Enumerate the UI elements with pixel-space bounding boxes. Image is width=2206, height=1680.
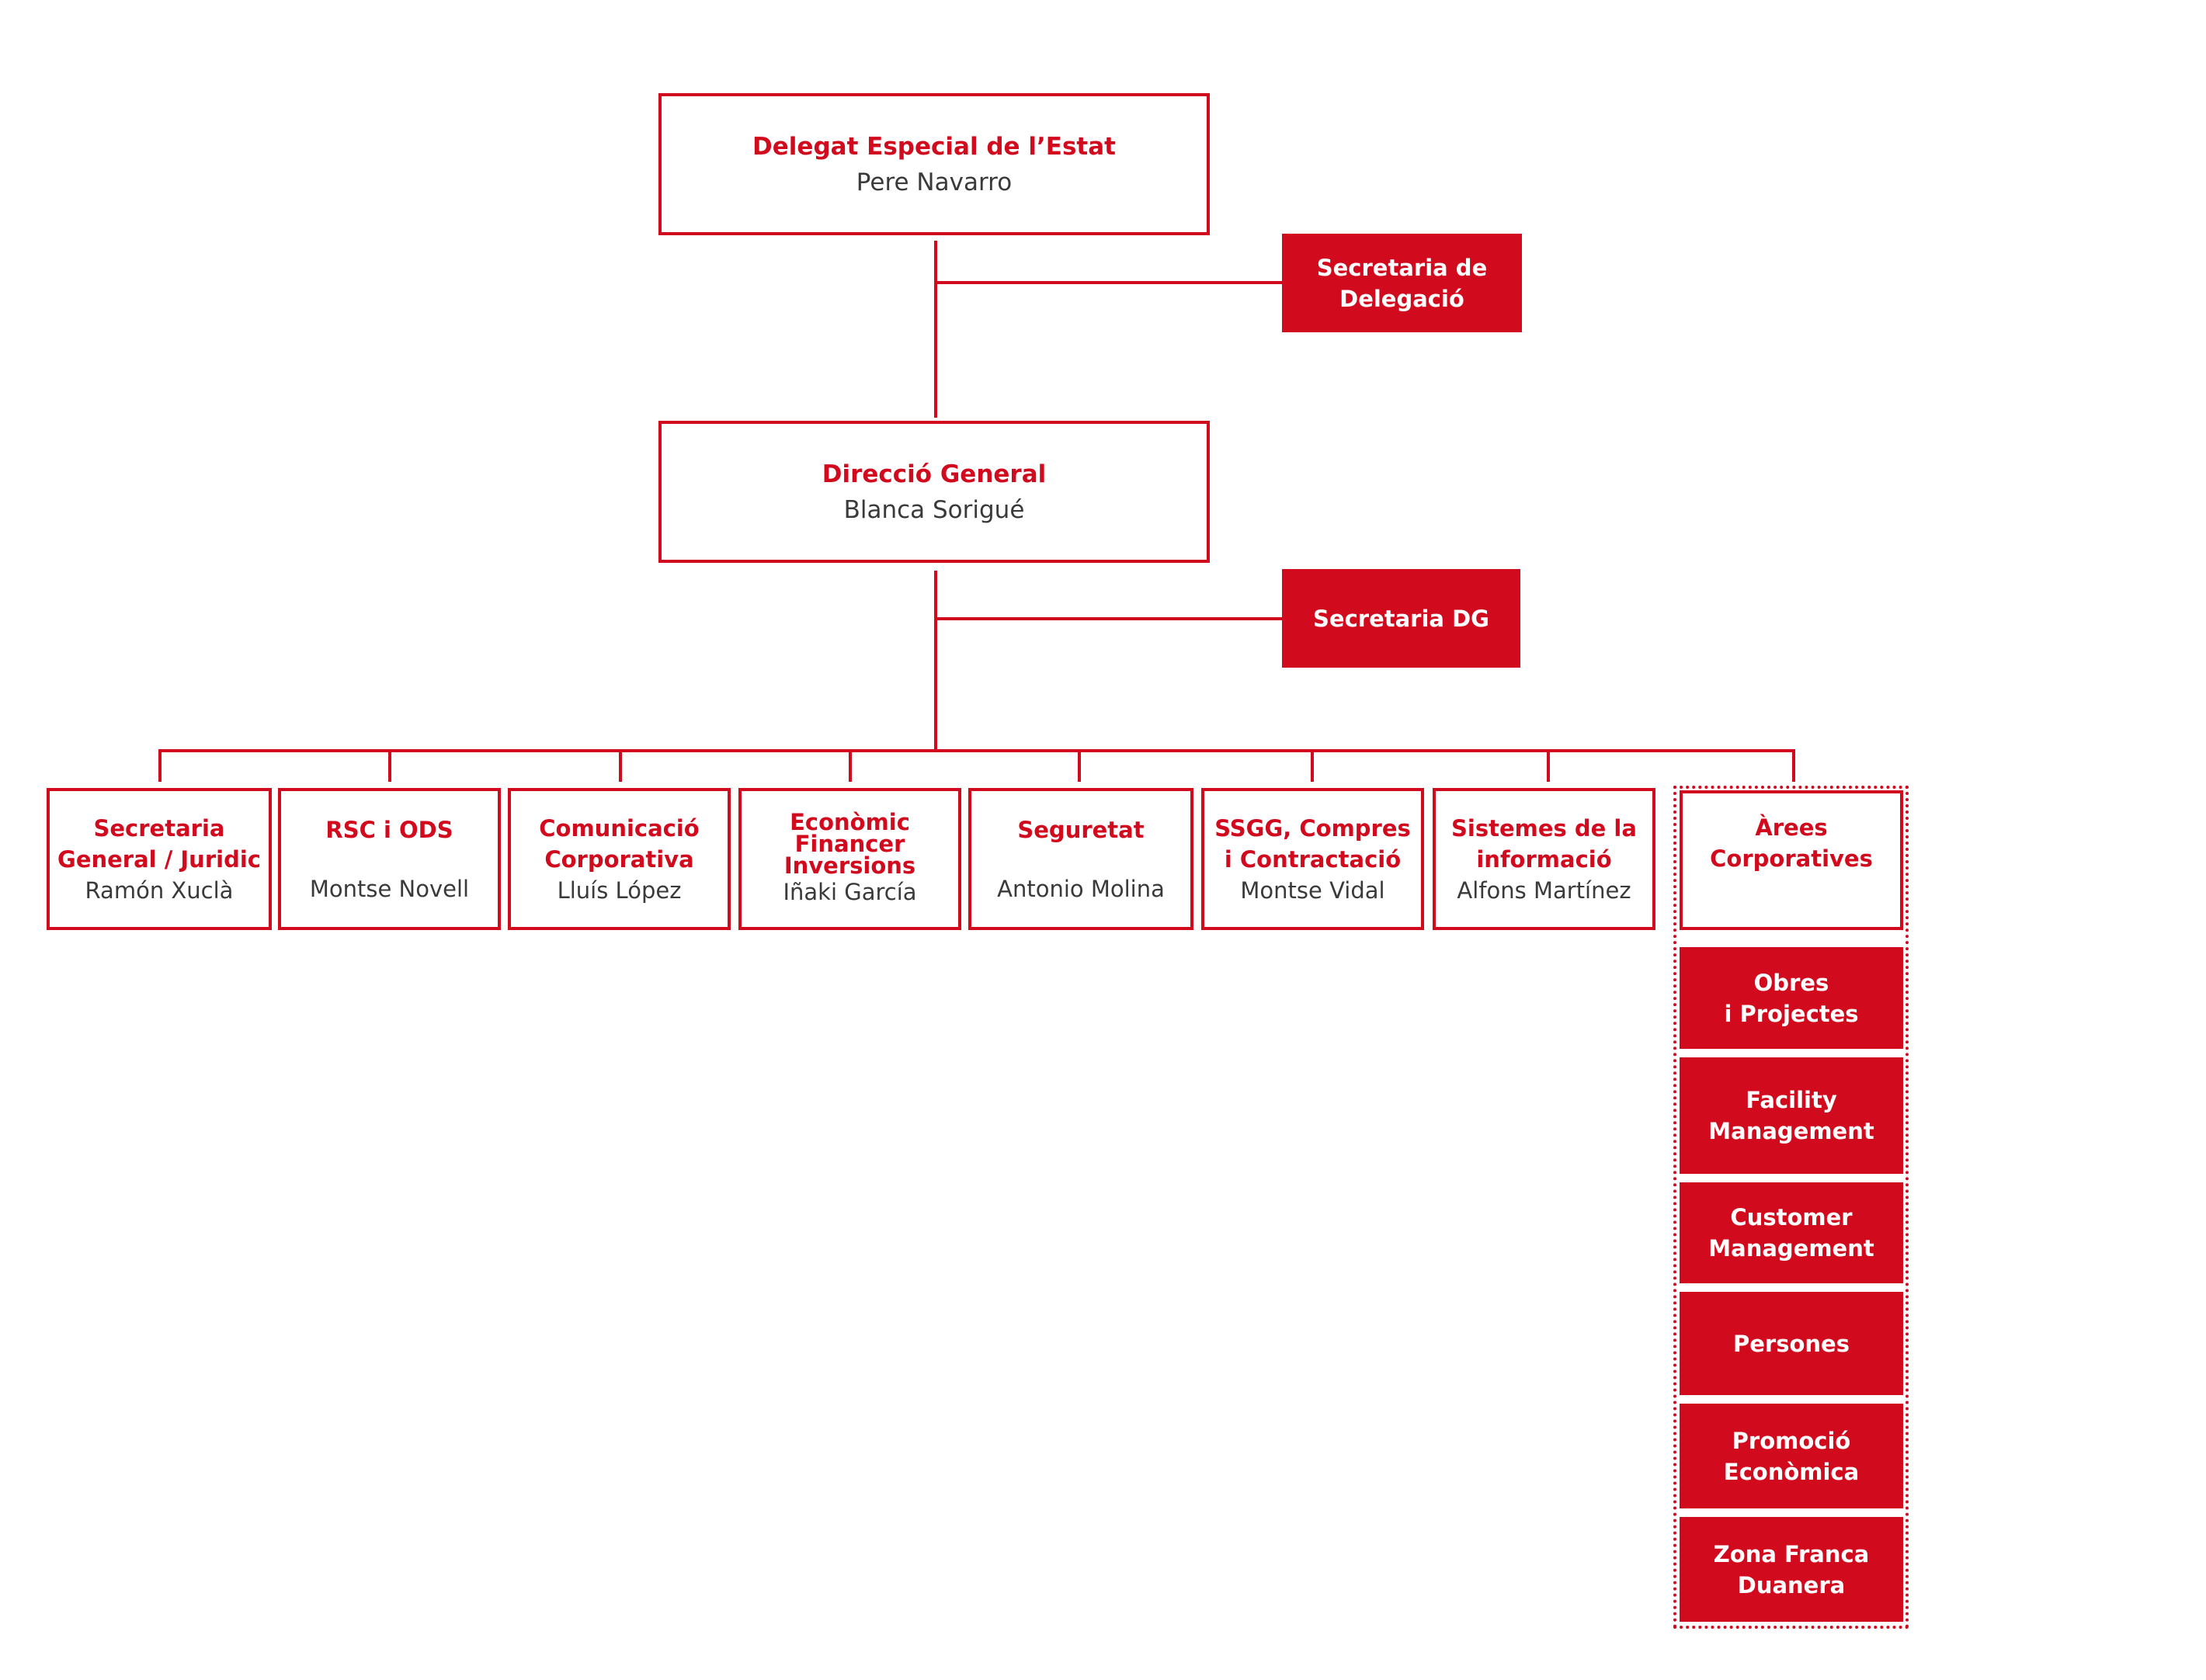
connector-drop (1547, 749, 1550, 782)
department-box: SSGG, Compres i Contractació Montse Vida… (1201, 788, 1424, 930)
direccio-name: Blanca Sorigué (843, 495, 1025, 524)
connector-dg-vertical (934, 571, 937, 751)
department-title: Comunicació Corporativa (539, 814, 700, 873)
department-box: Comunicació Corporativa Lluís López (508, 788, 731, 930)
area-item-label: Obres i Projectes (1724, 969, 1859, 1027)
department-title: Secretaria General / Juridic (57, 814, 261, 873)
delegat-title: Delegat Especial de l’Estat (752, 132, 1116, 161)
connector-secretaria-delegacio (934, 281, 1284, 284)
connector-horizontal-bus (158, 749, 1795, 752)
department-title: RSC i ODS (325, 816, 453, 843)
arees-corporatives-group (1673, 786, 1909, 1629)
department-box: Sistemes de la informació Alfons Martíne… (1433, 788, 1655, 930)
area-item-label: Promoció Econòmica (1723, 1427, 1860, 1485)
department-title: Sistemes de la informació (1451, 814, 1637, 873)
department-head: Alfons Martínez (1457, 876, 1631, 904)
secretaria-delegacio-label: Secretaria de Delegació (1316, 254, 1488, 312)
area-item-label: Customer Management (1708, 1204, 1874, 1262)
connector-drop (158, 749, 162, 782)
department-head: Montse Vidal (1240, 876, 1385, 904)
secretaria-dg-label: Secretaria DG (1313, 605, 1489, 632)
area-item-label: Persones (1733, 1330, 1850, 1357)
area-item: Obres i Projectes (1680, 947, 1903, 1049)
connector-secretaria-dg (934, 617, 1284, 620)
department-head: Montse Novell (309, 875, 470, 902)
connector-drop (1792, 749, 1795, 782)
secretaria-dg-box: Secretaria DG (1282, 569, 1520, 668)
area-item: Customer Management (1680, 1182, 1903, 1283)
connector-drop (1311, 749, 1314, 782)
secretaria-delegacio-box: Secretaria de Delegació (1282, 234, 1522, 332)
area-item: Zona Franca Duanera (1680, 1517, 1903, 1622)
connector-drop (388, 749, 391, 782)
department-head: Ramón Xuclà (85, 876, 234, 904)
area-item: Promoció Econòmica (1680, 1404, 1903, 1508)
department-head: Lluís López (557, 876, 682, 904)
department-box: Seguretat Antonio Molina (968, 788, 1193, 930)
department-box: RSC i ODS Montse Novell (278, 788, 501, 930)
department-head: Antonio Molina (997, 875, 1165, 902)
department-title: Seguretat (1017, 816, 1145, 843)
area-item: Persones (1680, 1292, 1903, 1395)
connector-drop (619, 749, 622, 782)
connector-drop (1078, 749, 1081, 782)
delegat-especial-box: Delegat Especial de l’Estat Pere Navarro (658, 93, 1210, 235)
area-item: Facility Management (1680, 1057, 1903, 1174)
department-head: Iñaki García (783, 878, 917, 905)
department-title: SSGG, Compres i Contractació (1214, 814, 1411, 873)
delegat-name: Pere Navarro (856, 168, 1013, 196)
area-item-label: Zona Franca Duanera (1713, 1540, 1870, 1598)
department-box: Secretaria General / Juridic Ramón Xuclà (47, 788, 272, 930)
department-box: Econòmic Financer Inversions Iñaki Garcí… (738, 788, 961, 930)
direccio-title: Direcció General (822, 460, 1047, 488)
direccio-general-box: Direcció General Blanca Sorigué (658, 421, 1210, 563)
department-title: Econòmic Financer Inversions (783, 808, 916, 879)
arees-corporatives-title: Àrees Corporatives (1710, 814, 1873, 872)
connector-drop (849, 749, 852, 782)
connector-top-vertical (934, 241, 937, 418)
area-item-label: Facility Management (1708, 1087, 1874, 1144)
arees-corporatives-box: Àrees Corporatives (1680, 790, 1903, 930)
